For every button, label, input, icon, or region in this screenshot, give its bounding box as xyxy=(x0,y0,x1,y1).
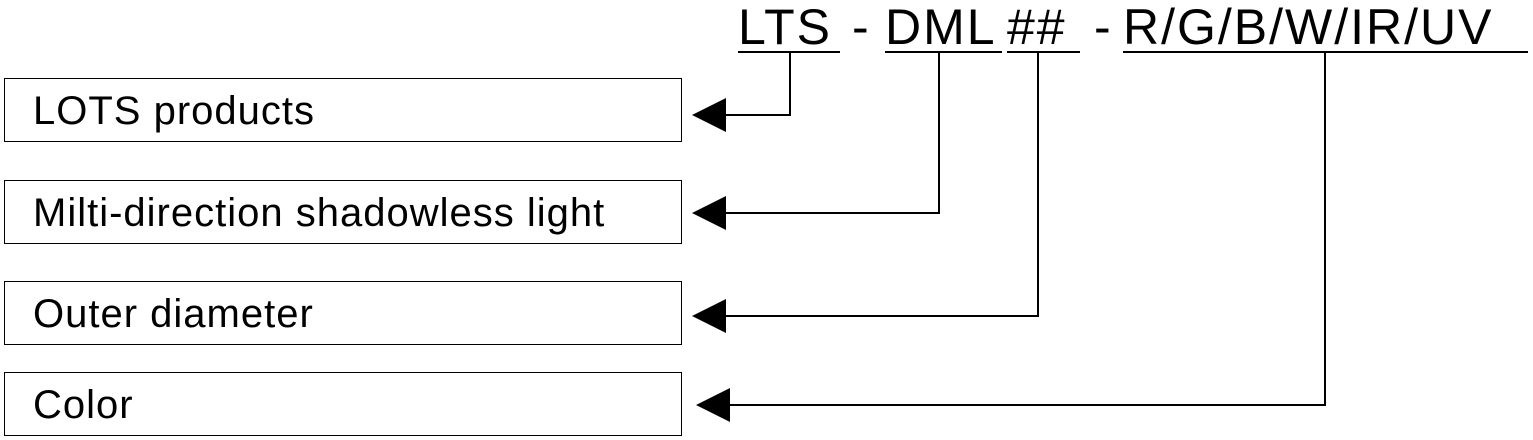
box-label-lots-products: LOTS products xyxy=(33,89,316,133)
code-separator-1: - xyxy=(852,0,869,55)
connector-prefix xyxy=(724,53,791,116)
code-part-color: R/G/B/W/IR/UV xyxy=(1123,0,1494,55)
arrowhead-color xyxy=(696,388,730,422)
arrowhead-size xyxy=(692,299,726,333)
code-separator-2: - xyxy=(1094,0,1111,55)
box-label-color: Color xyxy=(33,383,134,427)
arrowhead-series xyxy=(692,196,726,230)
underline-size xyxy=(1007,51,1080,53)
box-label-multi-direction-light: Milti-direction shadowless light xyxy=(33,191,606,235)
code-part-prefix: LTS xyxy=(738,0,832,55)
box-label-outer-diameter: Outer diameter xyxy=(33,292,314,336)
arrowhead-prefix xyxy=(692,98,726,132)
connector-size xyxy=(724,53,1039,317)
code-part-series: DML xyxy=(885,0,997,55)
connector-series xyxy=(724,53,940,214)
box-outer-diameter: Outer diameter xyxy=(4,281,682,345)
connector-color xyxy=(728,53,1326,406)
underline-prefix xyxy=(738,51,840,53)
box-lots-products: LOTS products xyxy=(4,78,682,142)
underline-color xyxy=(1123,51,1528,53)
box-multi-direction-light: Milti-direction shadowless light xyxy=(4,180,682,244)
box-color: Color xyxy=(4,372,682,436)
code-part-size: ## xyxy=(1007,0,1067,55)
underline-series xyxy=(885,51,1002,53)
